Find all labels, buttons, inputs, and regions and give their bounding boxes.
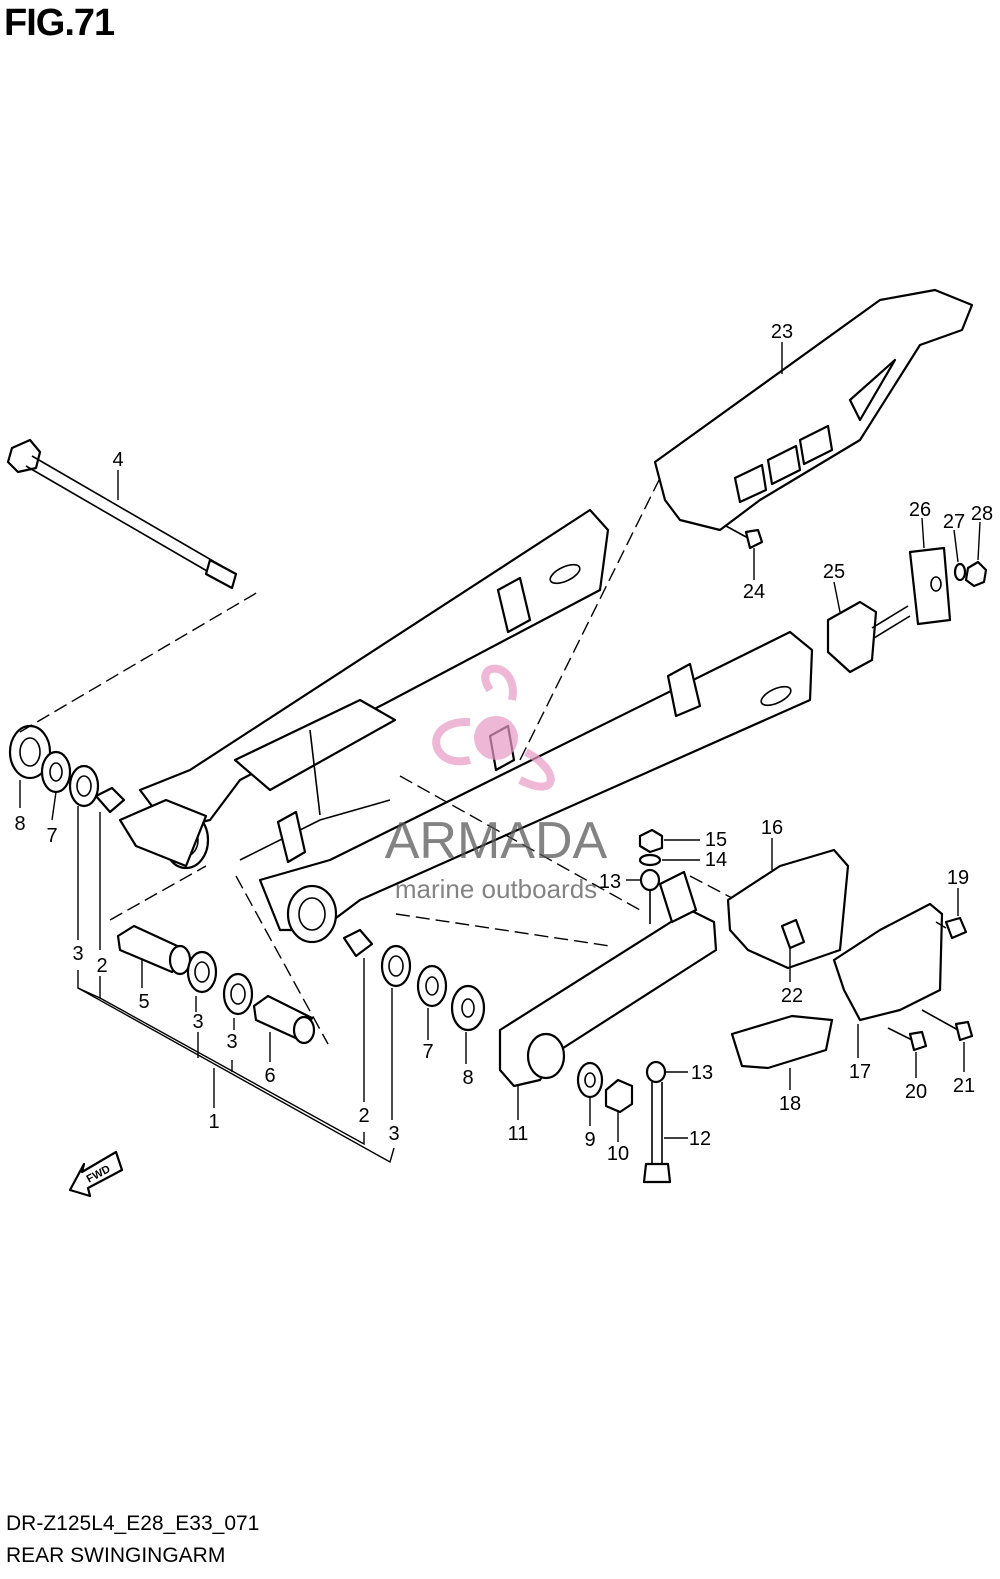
callout-7b: 7 bbox=[422, 1041, 433, 1063]
pivot-shaft-part[interactable] bbox=[6, 438, 238, 590]
spacer-2a-part[interactable] bbox=[94, 786, 126, 814]
callout-17: 17 bbox=[849, 1061, 871, 1083]
callout-8b: 8 bbox=[462, 1067, 473, 1089]
callout-6: 6 bbox=[264, 1065, 275, 1087]
armada-watermark-logo bbox=[432, 664, 555, 791]
callout-24: 24 bbox=[743, 581, 765, 603]
watermark-brand-text: ARMADA bbox=[385, 812, 608, 870]
nut-10-part[interactable] bbox=[604, 1078, 634, 1114]
callout-2a: 2 bbox=[96, 955, 107, 977]
chain-adjuster-part[interactable] bbox=[826, 600, 911, 674]
bolt-20-part[interactable] bbox=[887, 1027, 928, 1052]
bearing-3d-part[interactable] bbox=[380, 944, 412, 988]
bearing-3c-part[interactable] bbox=[222, 972, 254, 1016]
collar-13a-part[interactable] bbox=[639, 868, 661, 924]
forward-direction-arrow: FWD bbox=[68, 1150, 124, 1198]
bolt-12-part[interactable] bbox=[642, 1082, 672, 1184]
assembly-reference-lines bbox=[19, 477, 733, 1045]
chain-guard-bolt-part[interactable] bbox=[725, 525, 764, 550]
bearing-3a-part[interactable] bbox=[68, 764, 100, 808]
chain-guard-part[interactable] bbox=[653, 288, 974, 532]
washer-9-part[interactable] bbox=[576, 1061, 604, 1099]
pivot-spacer-5-part[interactable] bbox=[116, 924, 192, 976]
nut-28-part[interactable] bbox=[964, 560, 988, 588]
callout-3d: 3 bbox=[388, 1123, 399, 1145]
spacer-6-part[interactable] bbox=[252, 994, 316, 1045]
callout-13b: 13 bbox=[691, 1062, 713, 1084]
callout-7a: 7 bbox=[46, 825, 57, 847]
callout-12: 12 bbox=[689, 1128, 711, 1150]
callout-2b: 2 bbox=[358, 1105, 369, 1127]
callout-5: 5 bbox=[138, 991, 149, 1013]
spacer-2b-part[interactable] bbox=[342, 928, 374, 958]
chain-buffer-part[interactable] bbox=[498, 870, 718, 1088]
callout-18: 18 bbox=[779, 1093, 801, 1115]
callout-13a: 13 bbox=[599, 871, 621, 893]
pin-22-part[interactable] bbox=[780, 918, 806, 950]
callout-20: 20 bbox=[905, 1081, 927, 1103]
callout-11: 11 bbox=[508, 1123, 529, 1145]
callout-3c: 3 bbox=[226, 1031, 237, 1053]
callout-26: 26 bbox=[909, 499, 931, 521]
callout-27: 27 bbox=[943, 511, 965, 533]
pad-18-part[interactable] bbox=[730, 1014, 834, 1070]
callout-3b: 3 bbox=[192, 1011, 203, 1033]
washer-7b-part[interactable] bbox=[416, 964, 448, 1008]
callout-21: 21 bbox=[953, 1075, 975, 1097]
callout-28: 28 bbox=[971, 503, 993, 525]
callout-leaders bbox=[19, 342, 981, 1164]
bolt-19-part[interactable] bbox=[935, 916, 968, 940]
callout-8a: 8 bbox=[14, 813, 25, 835]
callout-14: 14 bbox=[705, 849, 727, 871]
callout-22: 22 bbox=[781, 985, 803, 1007]
callout-1: 1 bbox=[208, 1111, 219, 1133]
bracket-17-part[interactable] bbox=[832, 902, 944, 1022]
washer-27-part[interactable] bbox=[953, 562, 967, 582]
callout-10: 10 bbox=[607, 1143, 629, 1165]
dust-seal-8b-part[interactable] bbox=[450, 984, 486, 1032]
watermark-tagline-text: marine outboards bbox=[395, 874, 597, 904]
diagram-name: REAR SWINGINGARM bbox=[6, 1544, 226, 1567]
bracket-16-part[interactable] bbox=[726, 848, 850, 970]
callout-9: 9 bbox=[584, 1129, 595, 1151]
nut-15-part[interactable] bbox=[638, 828, 664, 854]
diagram-code: DR-Z125L4_E28_E33_071 bbox=[6, 1512, 260, 1535]
washer-7a-part[interactable] bbox=[40, 750, 72, 794]
callout-19: 19 bbox=[947, 867, 969, 889]
callout-16: 16 bbox=[761, 817, 783, 839]
callout-25: 25 bbox=[823, 561, 845, 583]
end-plate-part[interactable] bbox=[908, 546, 952, 626]
bearing-3b-part[interactable] bbox=[186, 950, 218, 994]
callout-4: 4 bbox=[112, 449, 123, 471]
figure-title: FIG.71 bbox=[4, 2, 115, 44]
washer-14-part[interactable] bbox=[638, 853, 662, 867]
collar-13b-part[interactable] bbox=[645, 1060, 667, 1084]
callout-23: 23 bbox=[771, 321, 793, 343]
swingarm-body-part[interactable] bbox=[118, 508, 814, 944]
callout-15: 15 bbox=[705, 829, 727, 851]
bolt-21-part[interactable] bbox=[921, 1009, 974, 1042]
callout-3a: 3 bbox=[72, 943, 83, 965]
